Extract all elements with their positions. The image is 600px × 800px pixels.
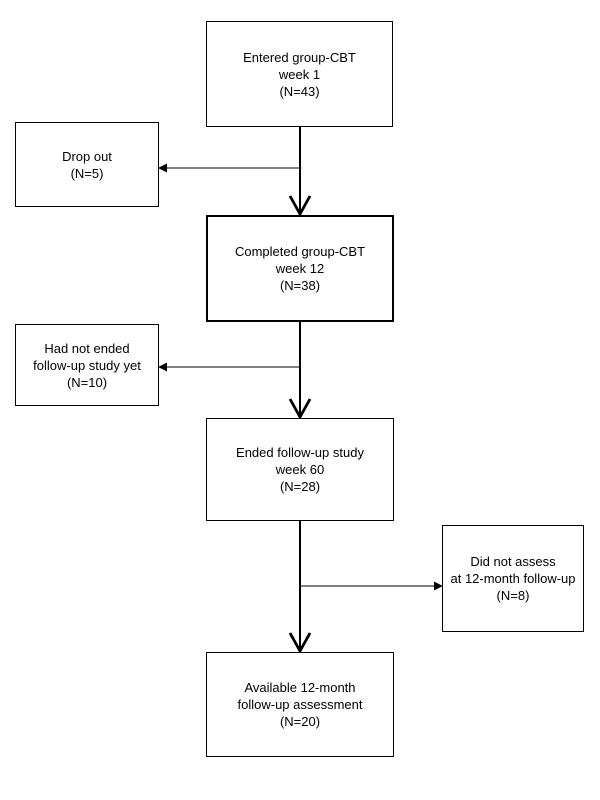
completed-box: Completed group-CBT week 12 (N=38)	[206, 215, 394, 322]
available-box: Available 12-month follow-up assessment …	[206, 652, 394, 757]
dropout-box: Drop out (N=5)	[15, 122, 159, 207]
ended-text: Ended follow-up study week 60 (N=28)	[236, 445, 364, 494]
not-ended-text: Had not ended follow-up study yet (N=10)	[33, 340, 141, 390]
ended-box: Ended follow-up study week 60 (N=28)	[206, 418, 394, 521]
completed-text: Completed group-CBT week 12 (N=38)	[234, 244, 366, 293]
entered-text: Entered group-CBT week 1 (N=43)	[243, 49, 356, 99]
dropout-text: Drop out (N=5)	[62, 148, 112, 181]
not-assess-text: Did not assess at 12-month follow-up (N=…	[450, 554, 576, 603]
entered-box: Entered group-CBT week 1 (N=43)	[206, 21, 393, 127]
not-ended-box: Had not ended follow-up study yet (N=10)	[15, 324, 159, 406]
available-text: Available 12-month follow-up assessment …	[237, 680, 363, 729]
not-assess-box: Did not assess at 12-month follow-up (N=…	[442, 525, 584, 632]
